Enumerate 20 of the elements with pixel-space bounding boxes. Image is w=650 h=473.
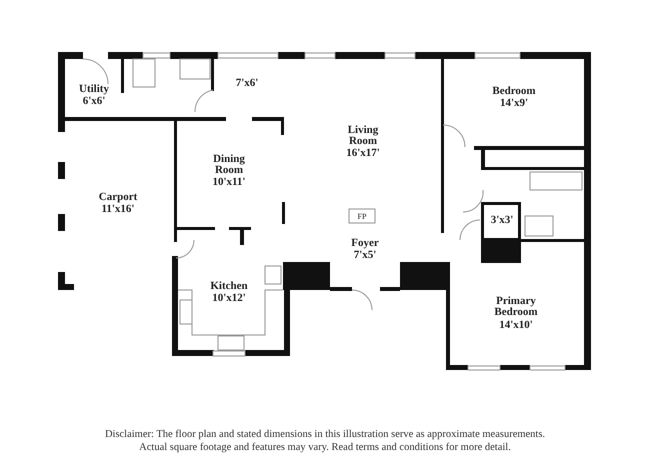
room-name: Living Room <box>346 125 380 147</box>
room-dimension: 16'x17' <box>345 148 381 159</box>
room-name: Foyer <box>350 238 380 249</box>
room-name: Dining Room <box>212 154 246 176</box>
room-dimension: 14'x10' <box>498 320 534 331</box>
disclaimer-caption: Disclaimer: The floor plan and stated dimensions in this illustration serve as approximate measurements. Actual square footage and features may vary. Read terms and conditions for more detail. <box>104 428 546 454</box>
room-name: Utility <box>78 84 110 95</box>
room-dimension: 14'x9' <box>498 98 530 109</box>
room-dimension: 11'x16' <box>100 204 136 215</box>
room-name: Primary Bedroom <box>493 296 539 318</box>
room-name: Carport <box>98 192 138 203</box>
fireplace-label: FP <box>356 211 368 222</box>
room-dimension: 7'x5' <box>352 250 378 261</box>
room-dimension: 6'x6' <box>82 96 106 107</box>
room-name: Bedroom <box>491 86 537 97</box>
room-dimension: 10'x11' <box>211 177 246 188</box>
room-dimension: 3'x3' <box>490 215 514 226</box>
room-name: Kitchen <box>209 281 249 292</box>
room-dimension: 10'x12' <box>211 293 247 304</box>
room-dimension: 7'x6' <box>234 78 260 89</box>
